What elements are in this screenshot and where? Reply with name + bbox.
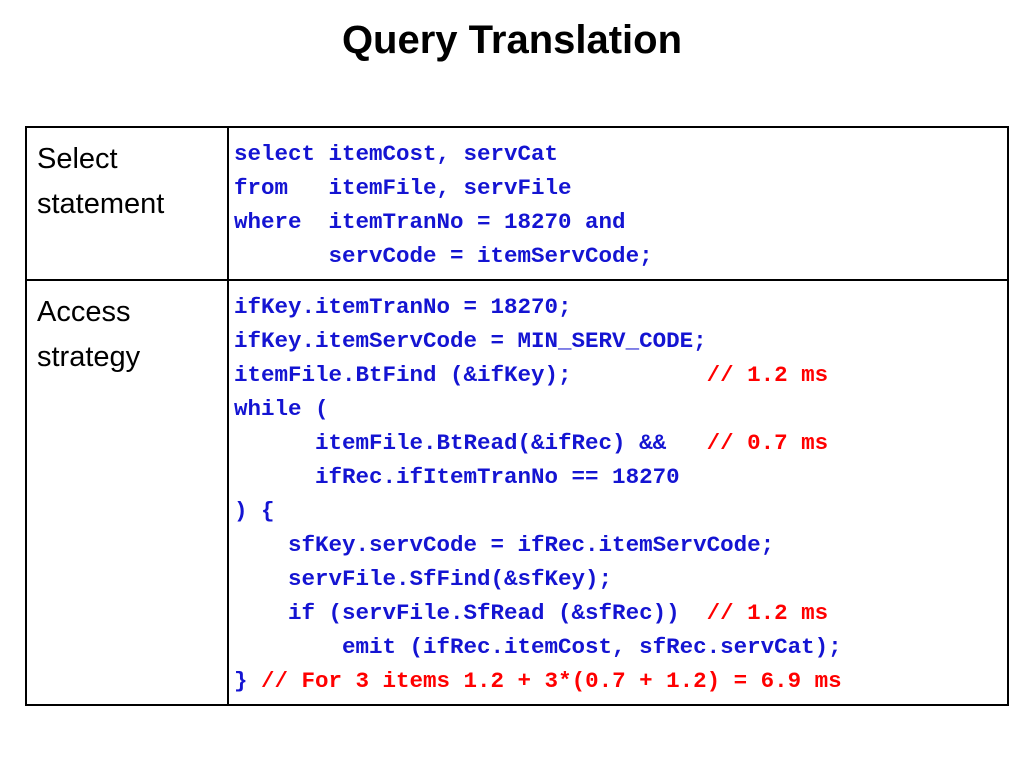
code-line: itemFile.BtFind (&ifKey); // 1.2 ms <box>234 358 1001 392</box>
code-line: while ( <box>234 392 1001 426</box>
code-line: sfKey.servCode = ifRec.itemServCode; <box>234 528 1001 562</box>
code-text: servFile.SfFind(&sfKey); <box>234 566 613 592</box>
code-text: select itemCost, servCat <box>234 141 559 167</box>
code-text: if (servFile.SfRead (&sfRec)) <box>234 600 707 626</box>
code-line: ifKey.itemServCode = MIN_SERV_CODE; <box>234 324 1001 358</box>
code-line: if (servFile.SfRead (&sfRec)) // 1.2 ms <box>234 596 1001 630</box>
row-label-select-statement: Select statement <box>25 126 229 281</box>
query-translation-table: Select statement select itemCost, servCa… <box>25 126 1009 706</box>
sql-code-block: select itemCost, servCat from itemFile, s… <box>234 137 1001 273</box>
row-label-line: Access <box>37 296 131 328</box>
code-text: emit (ifRec.itemCost, sfRec.servCat); <box>234 634 842 660</box>
code-line: ) { <box>234 494 1001 528</box>
sql-code-cell: select itemCost, servCat from itemFile, s… <box>227 126 1009 281</box>
code-line: ifRec.ifItemTranNo == 18270 <box>234 460 1001 494</box>
code-line: servFile.SfFind(&sfKey); <box>234 562 1001 596</box>
code-line: servCode = itemServCode; <box>234 239 1001 273</box>
code-line: where itemTranNo = 18270 and <box>234 205 1001 239</box>
code-text: ifRec.ifItemTranNo == 18270 <box>234 464 680 490</box>
row-label-access-strategy: Access strategy <box>25 279 229 706</box>
code-line: select itemCost, servCat <box>234 137 1001 171</box>
code-text: sfKey.servCode = ifRec.itemServCode; <box>234 532 775 558</box>
code-comment: // For 3 items 1.2 + 3*(0.7 + 1.2) = 6.9… <box>261 668 842 694</box>
code-text: servCode = itemServCode; <box>234 243 653 269</box>
code-text: where itemTranNo = 18270 and <box>234 209 626 235</box>
code-comment: // 1.2 ms <box>706 600 829 626</box>
table-row-select-statement: Select statement select itemCost, servCa… <box>25 126 1009 281</box>
code-text: itemFile.BtRead(&ifRec) && <box>234 430 707 456</box>
strategy-code-block: ifKey.itemTranNo = 18270; ifKey.itemServC… <box>234 290 1001 698</box>
code-text: while ( <box>234 396 329 422</box>
code-comment: // 0.7 ms <box>706 430 829 456</box>
code-text: ifKey.itemTranNo = 18270; <box>234 294 572 320</box>
code-comment: // 1.2 ms <box>706 362 829 388</box>
row-label-line: statement <box>37 188 165 220</box>
code-line: } // For 3 items 1.2 + 3*(0.7 + 1.2) = 6… <box>234 664 1001 698</box>
code-line: itemFile.BtRead(&ifRec) && // 0.7 ms <box>234 426 1001 460</box>
code-text: from itemFile, servFile <box>234 175 572 201</box>
strategy-code-cell: ifKey.itemTranNo = 18270; ifKey.itemServC… <box>227 279 1009 706</box>
code-text: } <box>234 668 262 694</box>
slide-title: Query Translation <box>341 18 683 62</box>
code-line: ifKey.itemTranNo = 18270; <box>234 290 1001 324</box>
code-text: ) { <box>234 498 275 524</box>
code-text: ifKey.itemServCode = MIN_SERV_CODE; <box>234 328 707 354</box>
code-line: from itemFile, servFile <box>234 171 1001 205</box>
row-label-line: strategy <box>37 341 141 373</box>
code-text: itemFile.BtFind (&ifKey); <box>234 362 707 388</box>
code-line: emit (ifRec.itemCost, sfRec.servCat); <box>234 630 1001 664</box>
table-row-access-strategy: Access strategy ifKey.itemTranNo = 18270… <box>25 279 1009 706</box>
row-label-line: Select <box>37 143 118 175</box>
